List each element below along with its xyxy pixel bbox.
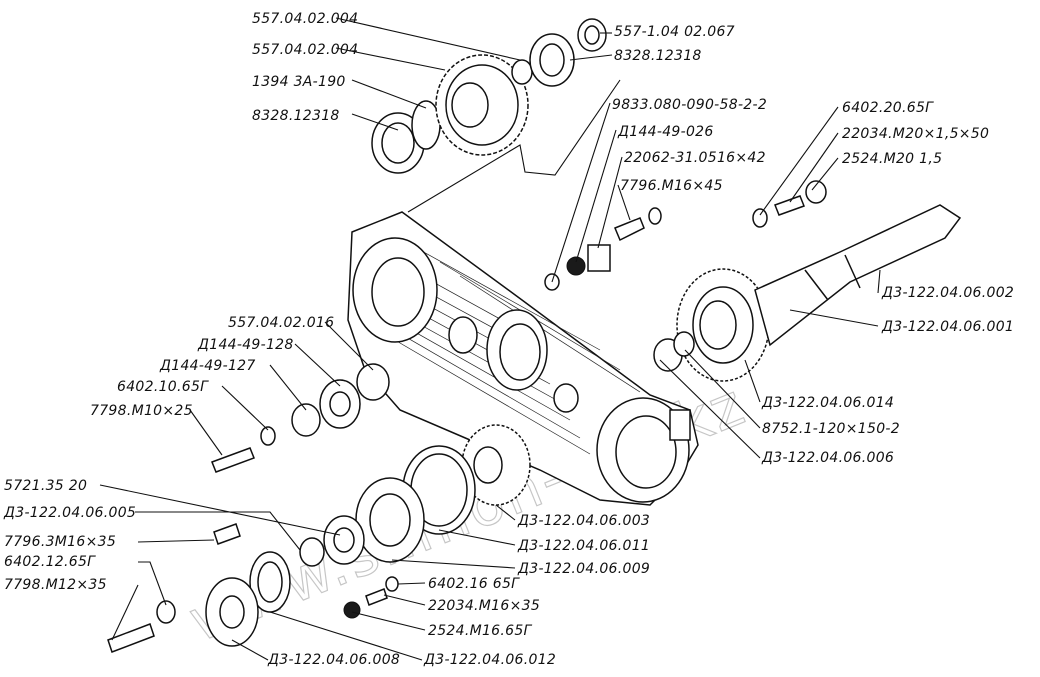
label-22034-m16x35: 22034.М16×35 <box>428 598 540 614</box>
label-6402-12-65g: 6402.12.65Г <box>4 554 96 570</box>
label-6402-10-65g: 6402.10.65Г <box>117 379 209 395</box>
label-1394-3a-190: 1394 3A-190 <box>252 74 346 90</box>
label-5721-35-20: 5721.35 20 <box>4 478 87 494</box>
label-6402-20-65g: 6402.20.65Г <box>842 100 934 116</box>
left-cover-parts <box>211 363 390 473</box>
label-22034-m20: 22034.М20×1,5×50 <box>842 126 989 142</box>
label-d3-122-04-06-011: Д3-122.04.06.011 <box>517 538 650 554</box>
label-d144-49-127: Д144-49-127 <box>159 358 256 374</box>
label-d3-122-04-06-008: Д3-122.04.06.008 <box>267 652 400 668</box>
label-6402-16-65g: 6402.16 65Г <box>428 576 520 592</box>
label-8328-12318-left: 8328.12318 <box>252 108 340 124</box>
leader-lines <box>99 17 881 661</box>
label-d3-122-04-06-012: Д3-122.04.06.012 <box>423 652 556 668</box>
top-gear-cluster <box>371 18 607 174</box>
label-8328-12318-right: 8328.12318 <box>614 48 702 64</box>
label-d144-49-026: Д144-49-026 <box>617 124 714 140</box>
label-7798-m10x25: 7798.М10×25 <box>90 403 193 419</box>
label-22062-31-0516: 22062-31.0516×42 <box>624 150 766 166</box>
label-d144-49-128: Д144-49-128 <box>197 337 294 353</box>
label-d3-122-04-06-009: Д3-122.04.06.009 <box>517 561 650 577</box>
label-557-04-02-004-a: 557.04.02.004 <box>252 11 358 27</box>
center-fasteners <box>544 207 662 291</box>
label-d3-122-04-06-002: Д3-122.04.06.002 <box>881 285 1014 301</box>
output-shaft-assembly <box>653 204 962 382</box>
right-top-fasteners <box>752 180 827 228</box>
label-d3-122-04-06-006: Д3-122.04.06.006 <box>761 450 894 466</box>
label-557-04-02-004-b: 557.04.02.004 <box>252 42 358 58</box>
label-557-1-04-02-067: 557-1.04 02.067 <box>614 24 735 40</box>
gearbox-housing <box>347 211 699 506</box>
label-7798-m12x35: 7798.М12×35 <box>4 577 107 593</box>
label-d3-122-04-06-001: Д3-122.04.06.001 <box>881 319 1014 335</box>
part-labels: 557.04.02.004 557.04.02.004 1394 3A-190 … <box>3 11 1014 668</box>
lower-parts <box>107 424 531 653</box>
label-2524-m20: 2524.М20 1,5 <box>842 151 942 167</box>
label-9833-080-090: 9833.080-090-58-2-2 <box>612 97 767 113</box>
label-557-04-02-016: 557.04.02.016 <box>228 315 334 331</box>
label-d3-122-04-06-005: Д3-122.04.06.005 <box>3 505 136 521</box>
label-8752-1-120x150-2: 8752.1-120×150-2 <box>762 421 900 437</box>
label-d3-122-04-06-014: Д3-122.04.06.014 <box>761 395 894 411</box>
label-d3-122-04-06-003: Д3-122.04.06.003 <box>517 513 650 529</box>
label-7796-m16x45: 7796.М16×45 <box>620 178 723 194</box>
label-7796-3m16x35: 7796.3М16×35 <box>4 534 116 550</box>
label-2524-m16-65g: 2524.М16.65Г <box>428 623 533 639</box>
